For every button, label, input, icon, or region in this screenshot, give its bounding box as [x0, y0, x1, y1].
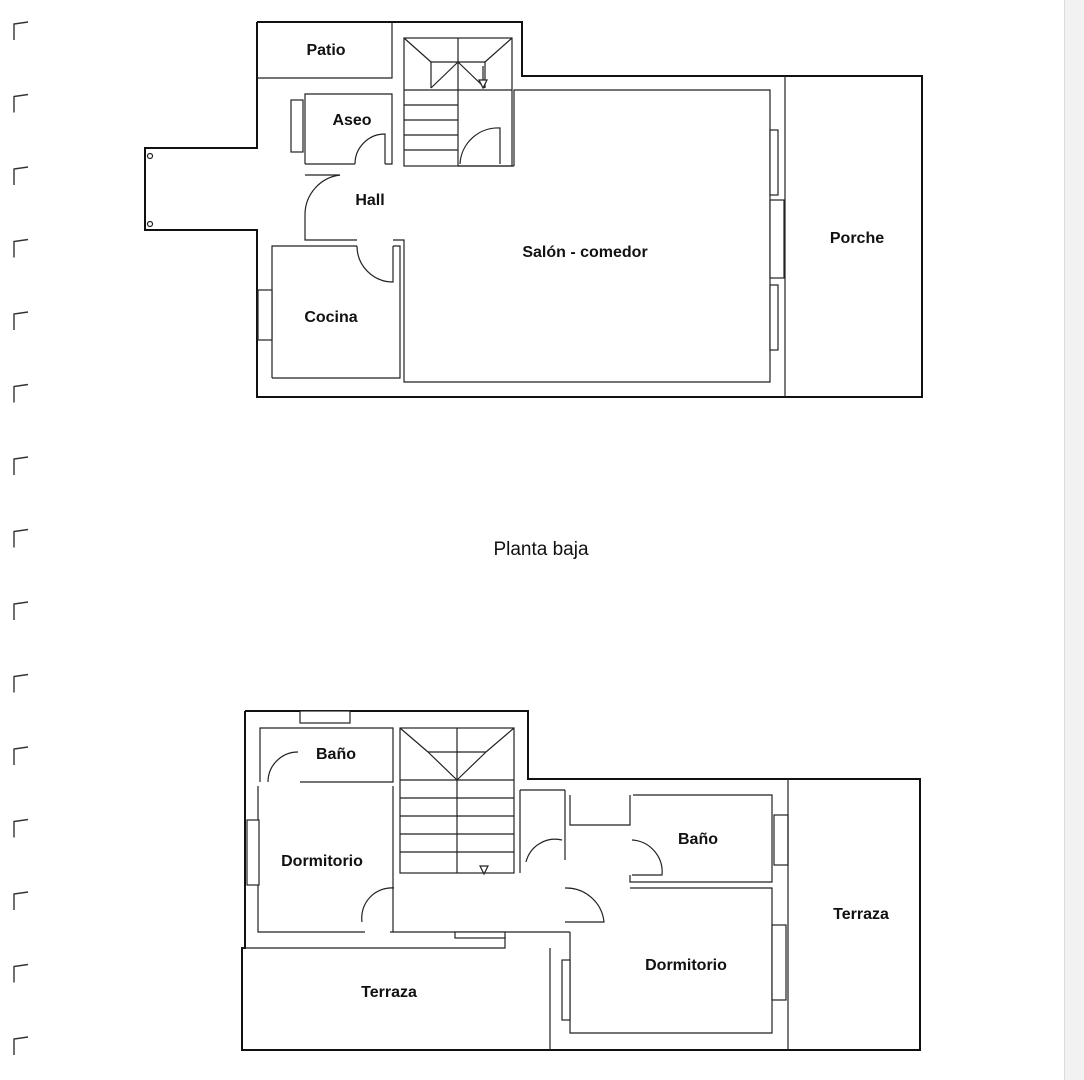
- binder-ring-icon: [13, 238, 29, 258]
- label-cocina: Cocina: [304, 309, 357, 326]
- label-terraza-bottom: Terraza: [361, 984, 417, 1001]
- binder-ring-icon: [13, 891, 29, 910]
- binder-ring-icon: [13, 383, 29, 403]
- label-hall: Hall: [355, 192, 384, 209]
- binder-ring-icon: [13, 166, 29, 185]
- binder-ring-icon: [13, 528, 29, 548]
- label-salon-comedor: Salón - comedor: [522, 244, 647, 261]
- room-labels: Patio Aseo Hall Salón - comedor Porche C…: [281, 42, 889, 1001]
- binder-ring-icon: [13, 1036, 29, 1055]
- label-dormitorio-right: Dormitorio: [645, 957, 727, 974]
- caption-planta-baja: Planta baja: [493, 539, 589, 560]
- binder-ring-icon: [13, 673, 29, 693]
- label-bano-left: Baño: [316, 746, 356, 763]
- binder-ring-icon: [13, 21, 29, 40]
- page-edge: [1064, 0, 1084, 1080]
- label-bano-right: Baño: [678, 831, 718, 848]
- label-aseo: Aseo: [332, 112, 371, 129]
- binder-ring-icon: [13, 963, 29, 983]
- binder-rings: [13, 21, 29, 1055]
- label-patio: Patio: [306, 42, 345, 59]
- label-terraza-right: Terraza: [833, 906, 889, 923]
- label-dormitorio-left: Dormitorio: [281, 853, 363, 870]
- binder-ring-icon: [13, 311, 29, 330]
- binder-ring-icon: [13, 456, 29, 475]
- binder-ring-icon: [13, 601, 29, 620]
- label-porche: Porche: [830, 230, 884, 247]
- binder-ring-icon: [13, 93, 29, 113]
- ground-floor-plan: [144, 21, 923, 398]
- binder-ring-icon: [13, 818, 29, 838]
- upper-floor-plan: [241, 710, 921, 1051]
- binder-ring-icon: [13, 746, 29, 765]
